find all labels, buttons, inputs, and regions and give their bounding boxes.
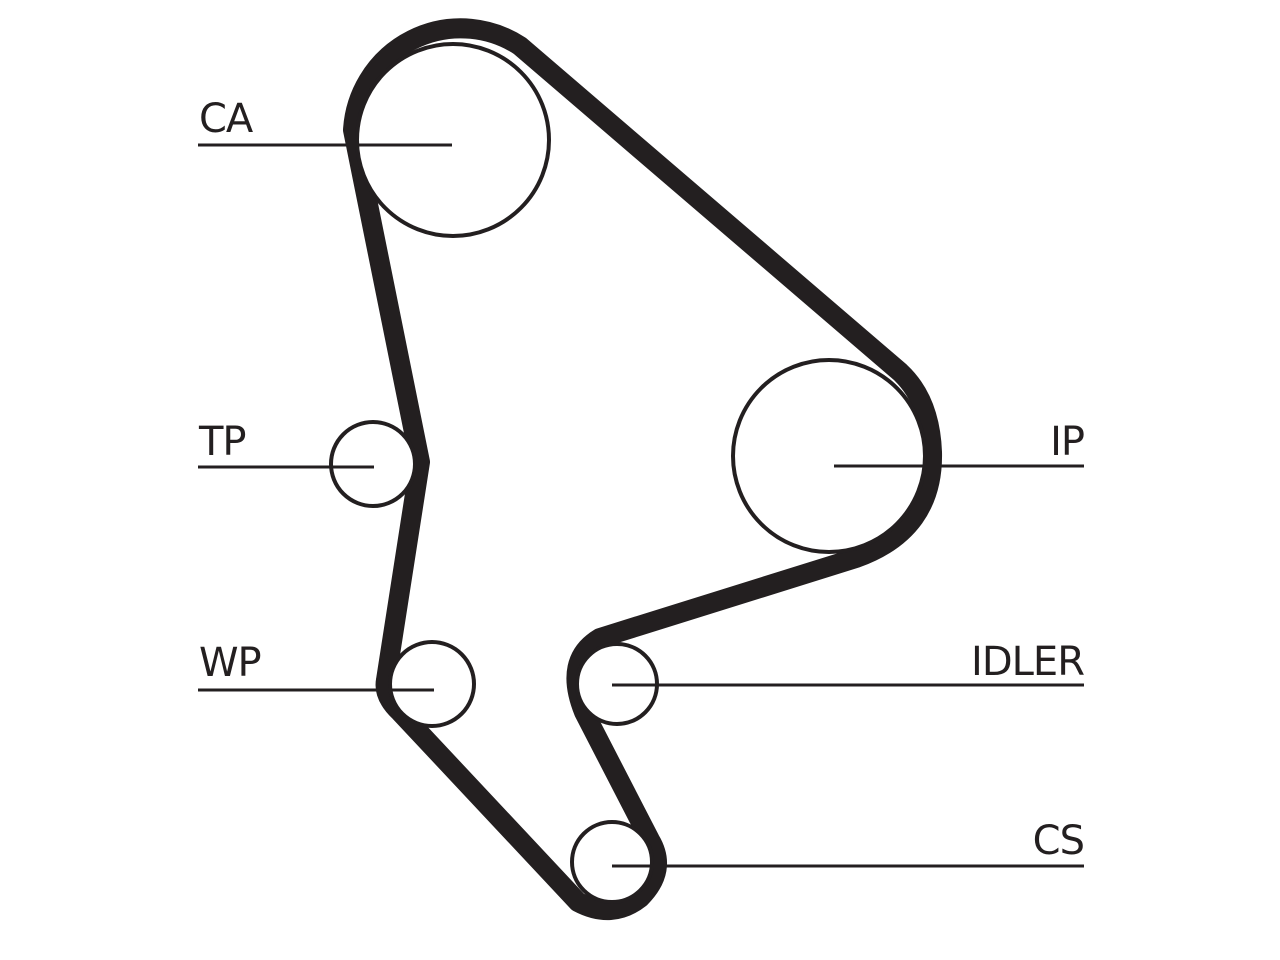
camshaft-pulley: [355, 42, 551, 238]
water-pump-pulley: [388, 640, 476, 728]
timing-belt: [343, 18, 943, 921]
label-idler: IDLER: [971, 639, 1084, 685]
label-ca: CA: [199, 96, 254, 142]
injection-pump-pulley: [731, 358, 927, 554]
tensioner-pulley: [329, 420, 417, 508]
label-wp: WP: [199, 640, 261, 686]
label-tp: TP: [198, 419, 246, 465]
label-ip: IP: [1050, 419, 1084, 465]
label-cs: CS: [1033, 818, 1084, 864]
crankshaft-pulley: [570, 820, 654, 904]
